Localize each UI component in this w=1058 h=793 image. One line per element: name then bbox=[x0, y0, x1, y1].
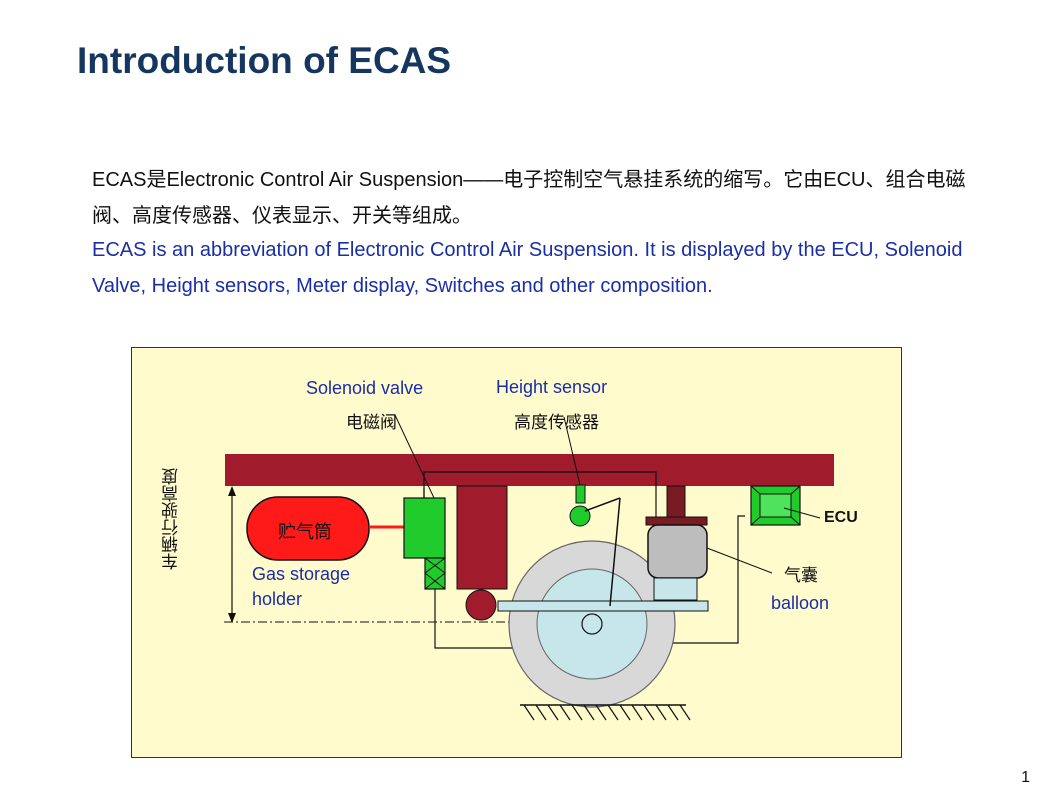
balloon-label-zh: 气囊 bbox=[784, 566, 818, 586]
sensor-link bbox=[609, 497, 621, 607]
height-sensor-leader bbox=[563, 416, 581, 486]
height-sensor-label-zh: 高度传感器 bbox=[514, 413, 599, 433]
solenoid-valve bbox=[403, 497, 446, 559]
gas-storage-label-zh: 贮气筒 bbox=[278, 522, 332, 543]
page-number: 1 bbox=[1021, 769, 1030, 786]
ride-height-arrow-bottom bbox=[228, 613, 236, 623]
height-sensor-body bbox=[575, 484, 586, 504]
description-chinese: ECAS是Electronic Control Air Suspension——… bbox=[92, 169, 966, 227]
ride-height-label: 车辆行驶高度 bbox=[162, 468, 182, 570]
height-sensor bbox=[569, 505, 591, 527]
solenoid-valve-label-zh: 电磁阀 bbox=[346, 413, 397, 433]
axle bbox=[581, 613, 603, 635]
slide-title: Introduction of ECAS bbox=[77, 40, 452, 81]
air-balloon bbox=[647, 524, 708, 579]
gas-storage-label-en-1: Gas storage bbox=[252, 564, 351, 584]
ecu-leader bbox=[783, 507, 821, 519]
solenoid-leader bbox=[394, 414, 435, 499]
trailing-arm bbox=[497, 600, 709, 612]
gas-storage-label-en-2: holder bbox=[252, 589, 303, 609]
pivot bbox=[465, 589, 497, 621]
ecu-label: ECU bbox=[824, 509, 858, 526]
wheel-hub bbox=[536, 568, 648, 680]
height-sensor-label-en: Height sensor bbox=[496, 377, 608, 397]
ecas-schematic bbox=[224, 414, 834, 721]
balloon-label-en: balloon bbox=[771, 593, 830, 613]
ride-height-arrow-top bbox=[228, 486, 236, 496]
gas-storage-tank bbox=[246, 496, 370, 561]
description-english: ECAS is an abbreviation of Electronic Co… bbox=[92, 239, 963, 297]
sensor-arm bbox=[584, 497, 621, 512]
ecas-diagram: Solenoid valve 电磁阀 Height sensor 高度传感器 贮… bbox=[131, 347, 902, 758]
solenoid-valve-label-en: Solenoid valve bbox=[306, 378, 424, 398]
balloon-mount bbox=[666, 485, 686, 519]
vehicle-frame bbox=[225, 454, 834, 486]
balloon-leader bbox=[706, 547, 773, 574]
ground-hatch bbox=[523, 704, 691, 721]
frame-hanger bbox=[456, 485, 508, 590]
